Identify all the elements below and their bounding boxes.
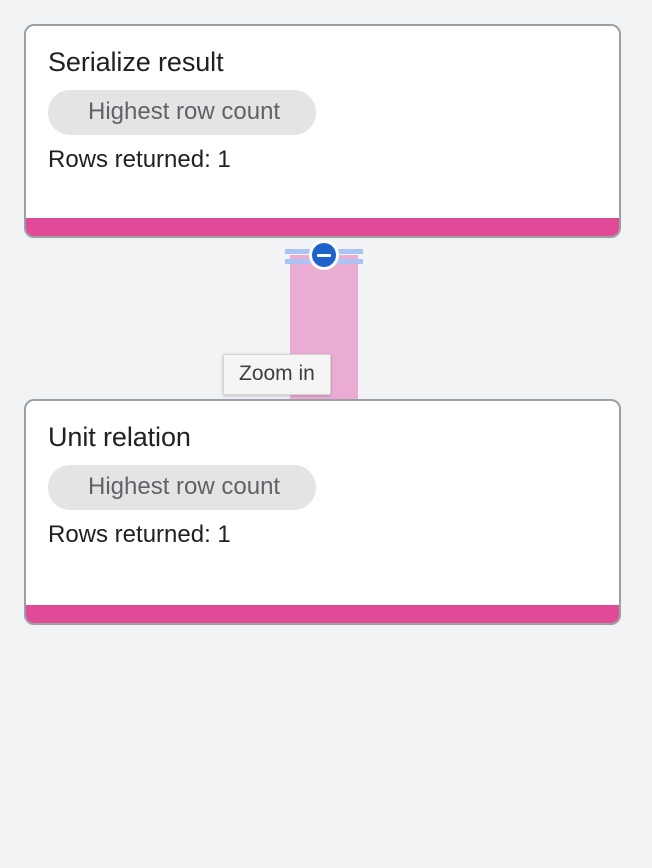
- node-badge: Highest row count: [48, 465, 317, 510]
- node-card-unit-relation[interactable]: Unit relation Highest row count Rows ret…: [24, 399, 621, 625]
- node-accent-bar: [26, 605, 619, 623]
- zoom-in-tooltip: Zoom in: [223, 354, 331, 395]
- node-title: Unit relation: [48, 422, 191, 452]
- node-badge: Highest row count: [48, 90, 317, 135]
- minus-glyph: [317, 253, 331, 257]
- node-body: Serialize result Highest row count Rows …: [26, 26, 619, 218]
- node-rows-returned: Rows returned: 1: [48, 146, 231, 173]
- minus-circle-icon[interactable]: [309, 240, 339, 270]
- node-card-serialize-result[interactable]: Serialize result Highest row count Rows …: [24, 24, 621, 238]
- node-body: Unit relation Highest row count Rows ret…: [26, 401, 619, 605]
- node-accent-bar: [26, 218, 619, 236]
- node-rows-returned: Rows returned: 1: [48, 521, 231, 548]
- edge-collapse-handle[interactable]: [285, 240, 363, 270]
- node-title: Serialize result: [48, 47, 224, 77]
